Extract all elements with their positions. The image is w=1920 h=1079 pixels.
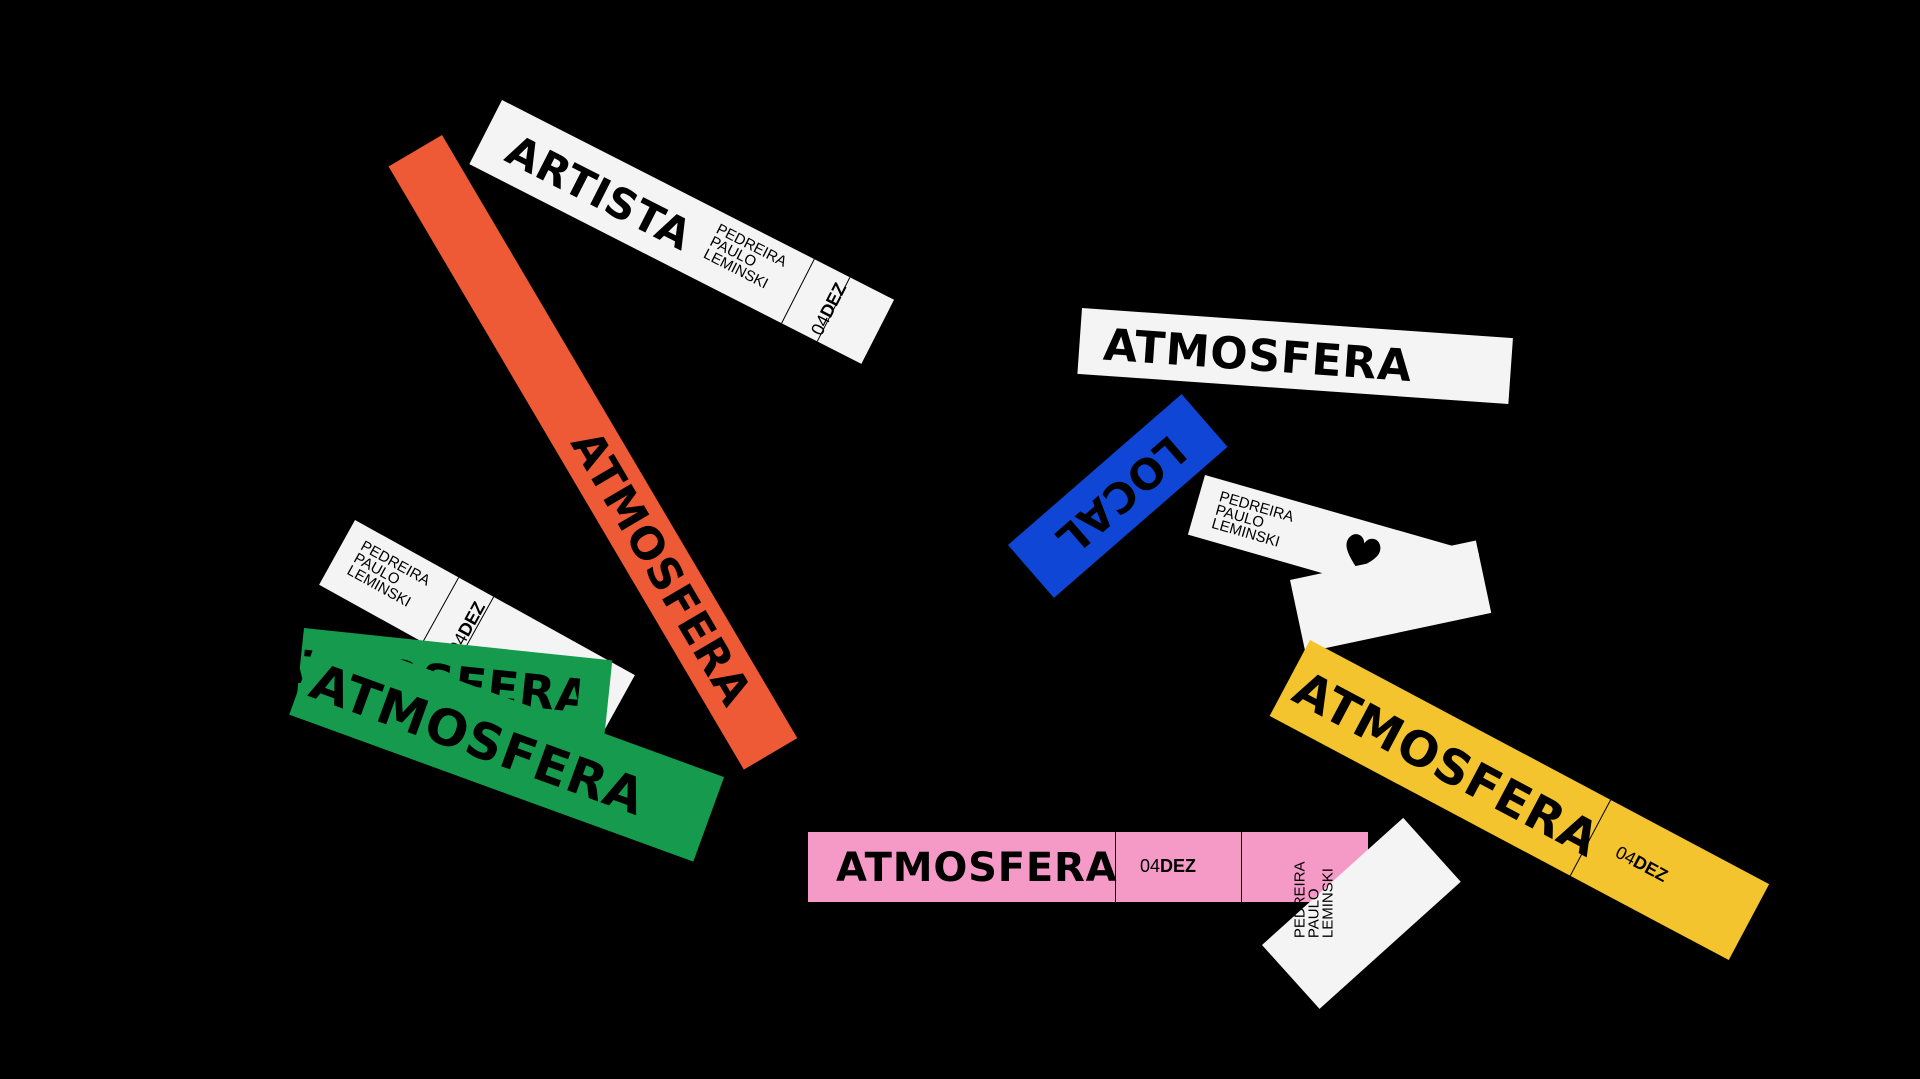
- venue-line3: LEMINSKI: [1319, 868, 1337, 939]
- heart-wristband: PEDREIRA PAULO LEMINSKI: [1187, 475, 1479, 614]
- date-month: DEZ: [1160, 856, 1197, 876]
- divider: [1241, 832, 1242, 902]
- pink-wristband: ATMOSFERA 04DEZ: [808, 832, 1368, 902]
- date-day: 04: [1140, 856, 1161, 876]
- pink-tail-venue: PEDREIRA PAULO LEMINSKI: [1292, 861, 1337, 939]
- divider: [781, 258, 815, 324]
- white-band-brand: ATMOSFERA: [1101, 319, 1414, 393]
- date-month: DEZ: [1629, 851, 1672, 886]
- heart-band-venue: PEDREIRA PAULO LEMINSKI: [1210, 488, 1296, 552]
- divider: [1115, 832, 1116, 902]
- local-wristband: LOCAL: [1008, 394, 1228, 598]
- yellow-band-date: 04DEZ: [1612, 842, 1671, 887]
- pink-band-date: 04DEZ: [1140, 856, 1196, 877]
- artista-label: ARTISTA: [498, 125, 700, 261]
- heart-icon: [1346, 534, 1381, 569]
- pink-band-brand: ATMOSFERA: [836, 845, 1118, 891]
- atmosfera-white-wristband: ATMOSFERA: [1077, 308, 1513, 404]
- small-band-venue: PEDREIRA PAULO LEMINSKI: [344, 537, 433, 613]
- local-label: LOCAL: [1046, 425, 1196, 565]
- artista-venue: PEDREIRA PAULO LEMINSKI: [701, 221, 790, 294]
